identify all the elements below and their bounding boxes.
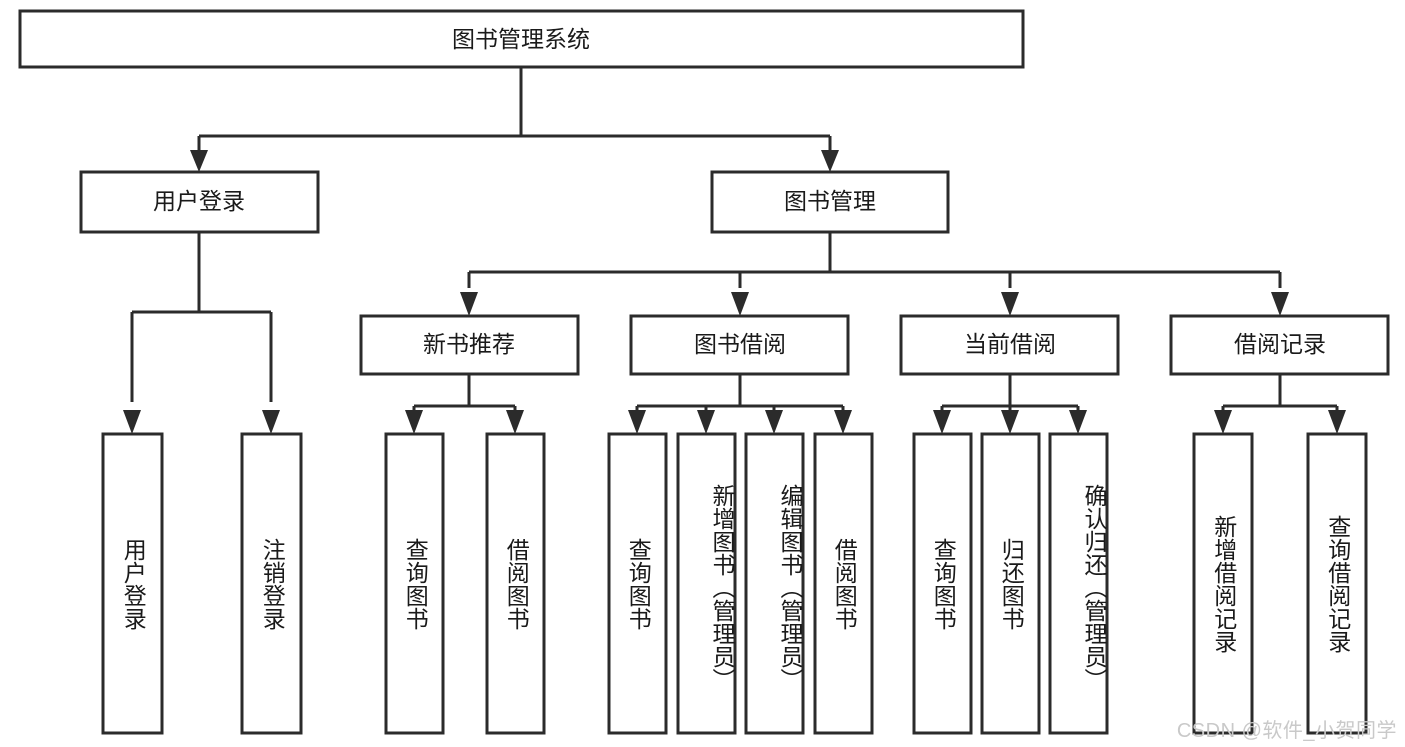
node-user-login-label: 用户登录 [153,188,245,214]
arrowhead-bookborrow-leaf-3 [765,410,783,434]
arrowhead-to-borrow-record [1271,292,1289,316]
node-borrow-record-box[interactable] [1169,314,1390,376]
node-borrow-record-label: 借阅记录 [1234,331,1326,357]
node-root-label: 图书管理系统 [452,26,590,52]
arrowhead-borrowrecord-leaf-2 [1328,410,1346,434]
node-current-borrow[interactable]: 当前借阅 [899,314,1120,376]
leaf-box-current-confirm[interactable] [1048,432,1109,735]
arrowhead-currentborrow-leaf-2 [1001,410,1019,434]
node-root-box[interactable] [18,9,1025,69]
leaf-box-logout[interactable] [240,432,303,735]
connector-bookmanage-to-level3 [467,232,1282,288]
node-new-book-recommend-label: 新书推荐 [423,331,515,357]
leaf-box-borrow-lend[interactable] [813,432,874,735]
arrowhead-leaf-user-login [123,410,141,434]
connector-userlogin-to-leaves [130,232,273,402]
leaf-box-current-return[interactable] [980,432,1041,735]
node-user-login[interactable]: 用户登录 [79,170,320,234]
node-root[interactable]: 图书管理系统 [18,9,1025,69]
node-book-borrow[interactable]: 图书借阅 [629,314,850,376]
arrowhead-to-current-borrow [1001,292,1019,316]
connector-bookborrow-to-leaves [635,374,845,412]
leaf-box-record-query[interactable] [1306,432,1368,735]
arrowhead-bookborrow-leaf-1 [628,410,646,434]
arrowhead-to-new-book [460,292,478,316]
leaf-box-borrow-add[interactable] [676,432,737,735]
arrowhead-newbook-leaf-1 [405,410,423,434]
node-user-login-box[interactable] [79,170,320,234]
connector-borrowrecord-to-leaves [1221,374,1339,412]
connector-group [123,67,1346,434]
leaf-box-borrow-query[interactable] [607,432,668,735]
leaf-box-newbook-query[interactable] [384,432,445,735]
leaf-box-user-login[interactable] [101,432,164,735]
node-borrow-record[interactable]: 借阅记录 [1169,314,1390,376]
node-new-book-recommend[interactable]: 新书推荐 [359,314,580,376]
node-book-borrow-label: 图书借阅 [694,331,786,357]
arrowhead-newbook-leaf-2 [506,410,524,434]
node-book-borrow-box[interactable] [629,314,850,376]
node-current-borrow-label: 当前借阅 [964,331,1056,357]
connector-root-to-level2 [197,67,832,160]
arrowhead-currentborrow-leaf-3 [1069,410,1087,434]
watermark-text: CSDN @软件_小贺同学 [1176,720,1397,742]
node-new-book-recommend-box[interactable] [359,314,580,376]
connector-newbook-to-leaves [412,374,517,412]
node-book-manage[interactable]: 图书管理 [710,170,950,234]
arrowhead-borrowrecord-leaf-1 [1214,410,1232,434]
arrowhead-to-book-manage [821,150,839,172]
arrowhead-to-user-login [190,150,208,172]
node-current-borrow-box[interactable] [899,314,1120,376]
node-book-manage-box[interactable] [710,170,950,234]
leaf-box-borrow-edit[interactable] [744,432,805,735]
arrowhead-bookborrow-leaf-2 [697,410,715,434]
leaf-box-newbook-borrow[interactable] [485,432,546,735]
connector-currentborrow-to-leaves [940,374,1080,412]
arrowhead-bookborrow-leaf-4 [834,410,852,434]
arrowhead-leaf-logout [262,410,280,434]
node-book-manage-label: 图书管理 [784,188,876,214]
leaf-box-current-query[interactable] [912,432,973,735]
arrowhead-to-book-borrow [731,292,749,316]
leaf-box-record-add[interactable] [1192,432,1254,735]
arrowhead-currentborrow-leaf-1 [933,410,951,434]
